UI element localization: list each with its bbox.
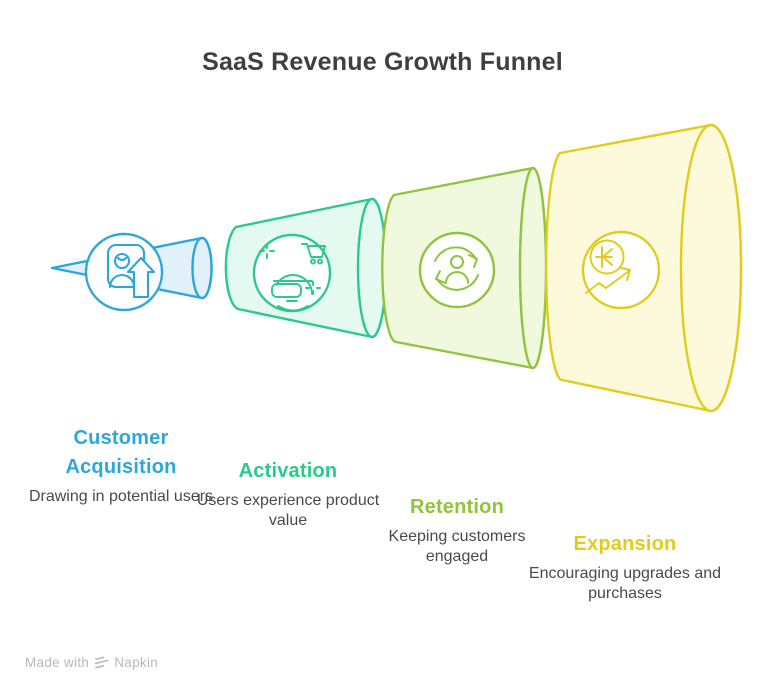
stage-label-retention: Retention Keeping customers engaged — [357, 493, 557, 567]
stage-rim — [191, 236, 213, 300]
watermark-brand: Napkin — [114, 655, 159, 670]
stage-shape-activation — [224, 197, 388, 339]
stage-shape-expansion — [544, 123, 743, 413]
stage-label-activation: Activation Users experience product valu… — [188, 457, 388, 531]
stage-shape-customer-acquisition — [50, 232, 213, 312]
stage-shape-retention — [381, 166, 548, 370]
user-signup-icon — [106, 243, 156, 299]
icon-badge — [581, 230, 661, 310]
icon-badge — [418, 231, 496, 309]
stage-description: Keeping customers engaged — [388, 528, 526, 565]
stage-rim — [518, 166, 548, 370]
stage-description: Drawing in potential users — [28, 488, 214, 505]
stage-title: Expansion — [573, 533, 677, 555]
watermark-prefix: Made with — [25, 655, 90, 670]
page-title: SaaS Revenue Growth Funnel — [202, 48, 563, 76]
napkin-watermark[interactable]: Made with Napkin — [25, 655, 158, 670]
stage-label-expansion: Expansion Encouraging upgrades and purch… — [525, 530, 725, 604]
user-refresh-cycle-icon — [434, 246, 479, 291]
stage-title: Retention — [409, 496, 505, 518]
vr-user-shopping-icon — [259, 243, 326, 312]
stage-description: Users experience product value — [196, 492, 380, 529]
stage-description: Encouraging upgrades and purchases — [528, 565, 722, 602]
stage-label-customer-acquisition: Customer Acquisition Drawing in potentia… — [21, 424, 221, 507]
napkin-logo-icon — [94, 656, 109, 668]
stage-title: Activation — [238, 460, 338, 482]
currency-growth-arrow-icon — [585, 239, 631, 294]
stage-rim — [679, 123, 743, 413]
stage-title: Customer Acquisition — [65, 427, 177, 478]
